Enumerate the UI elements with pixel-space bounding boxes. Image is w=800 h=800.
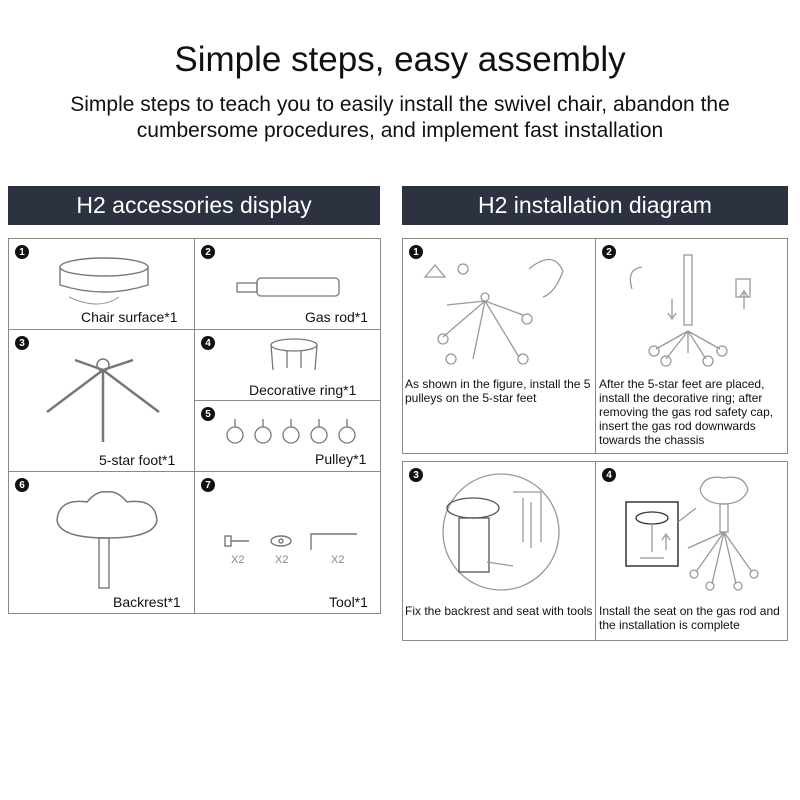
tool-illustration <box>224 533 357 550</box>
accessory-cell-1: 1 Chair surface*1 <box>8 238 195 330</box>
step-caption: As shown in the figure, install the 5 pu… <box>405 377 591 405</box>
step-3-diagram <box>442 473 560 591</box>
step-number: 3 <box>409 468 423 482</box>
step-number: 3 <box>15 336 29 350</box>
step-caption: Fix the backrest and seat with tools <box>405 604 593 618</box>
pulley-illustration <box>226 419 356 444</box>
backrest-illustration <box>56 490 158 589</box>
step-caption: After the 5-star feet are placed, instal… <box>599 377 774 447</box>
step-number: 1 <box>409 245 423 259</box>
install-step-2: 2 After the 5-star feet are placed, inst… <box>595 238 788 454</box>
accessories-heading: H2 accessories display <box>8 186 380 225</box>
accessory-label: Backrest*1 <box>113 594 181 610</box>
accessory-cell-4: 4 Decorative ring*1 <box>194 329 381 401</box>
step-1-diagram <box>423 258 564 365</box>
step-number: 4 <box>602 468 616 482</box>
tool-quantity: X2 <box>275 554 289 566</box>
step-2-diagram <box>629 254 751 367</box>
accessory-label: 5-star foot*1 <box>99 452 176 468</box>
five-star-foot-illustration <box>46 358 160 442</box>
step-number: 7 <box>201 478 215 492</box>
accessory-label: Pulley*1 <box>315 451 367 467</box>
step-caption: Install the seat on the gas rod and the … <box>599 604 780 632</box>
decorative-ring-illustration <box>270 338 318 371</box>
accessory-cell-2: 2 Gas rod*1 <box>194 238 381 330</box>
accessory-cell-5: 5 Pulley*1 <box>194 400 381 472</box>
step-number: 2 <box>201 245 215 259</box>
page-title: Simple steps, easy assembly <box>174 40 626 79</box>
chair-surface-illustration <box>59 257 149 305</box>
accessory-label: Tool*1 <box>329 594 368 610</box>
accessory-label: Gas rod*1 <box>305 309 369 325</box>
accessory-cell-6: 6 Backrest*1 <box>8 471 195 614</box>
accessory-label: Chair surface*1 <box>81 309 178 325</box>
gas-rod-illustration <box>236 277 340 297</box>
step-number: 5 <box>201 407 215 421</box>
step-number: 6 <box>15 478 29 492</box>
step-4-diagram <box>625 476 759 591</box>
install-step-4: 4 Install the seat on the gas rod and th… <box>595 461 788 641</box>
install-step-1: 1 As shown in the figure, install the 5 … <box>402 238 596 454</box>
accessory-label: Decorative ring*1 <box>249 382 357 398</box>
page-subtitle: Simple steps to teach you to easily inst… <box>70 93 730 142</box>
installation-heading: H2 installation diagram <box>402 186 788 225</box>
tool-quantity: X2 <box>331 554 345 566</box>
accessory-cell-7: 7 X2 X2 X2 Tool*1 <box>194 471 381 614</box>
accessory-cell-3: 3 5-star foot*1 <box>8 329 195 472</box>
step-number: 1 <box>15 245 29 259</box>
install-step-3: 3 Fix the backrest and seat with tools <box>402 461 596 641</box>
step-number: 4 <box>201 336 215 350</box>
step-number: 2 <box>602 245 616 259</box>
tool-quantity: X2 <box>231 554 245 566</box>
